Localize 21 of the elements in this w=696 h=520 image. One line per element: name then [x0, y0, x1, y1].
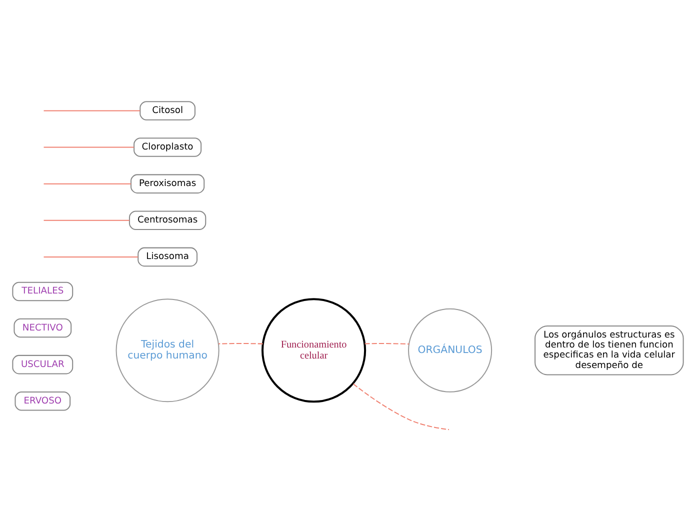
connector [44, 256, 138, 257]
node-box: TELIALES [12, 281, 74, 301]
node-box: Los orgánulos estructuras es dentro de los tienen funcion especificas en la vida celular desempeño de [534, 324, 684, 375]
node-circle: ORGÁNULOS [408, 308, 492, 392]
connector [218, 342, 263, 344]
node-box: Cloroplasto [134, 137, 202, 156]
connector [44, 110, 140, 111]
connector [353, 383, 450, 430]
node-box: Peroxisomas [130, 174, 205, 193]
node-box: Centrosomas [128, 210, 206, 230]
connector [44, 146, 134, 148]
node-circle: Funcionamiento celular [262, 298, 366, 402]
node-box: ERVOSO [14, 391, 71, 410]
connector [44, 182, 131, 184]
node-box: USCULAR [12, 354, 74, 374]
node-box: NECTIVO [14, 318, 72, 338]
connector [364, 342, 410, 344]
node-box: Citosol [140, 100, 196, 120]
node-box: Lisosoma [138, 246, 198, 266]
connector [44, 219, 130, 220]
node-circle: Tejidos del cuerpo humano [116, 298, 220, 402]
